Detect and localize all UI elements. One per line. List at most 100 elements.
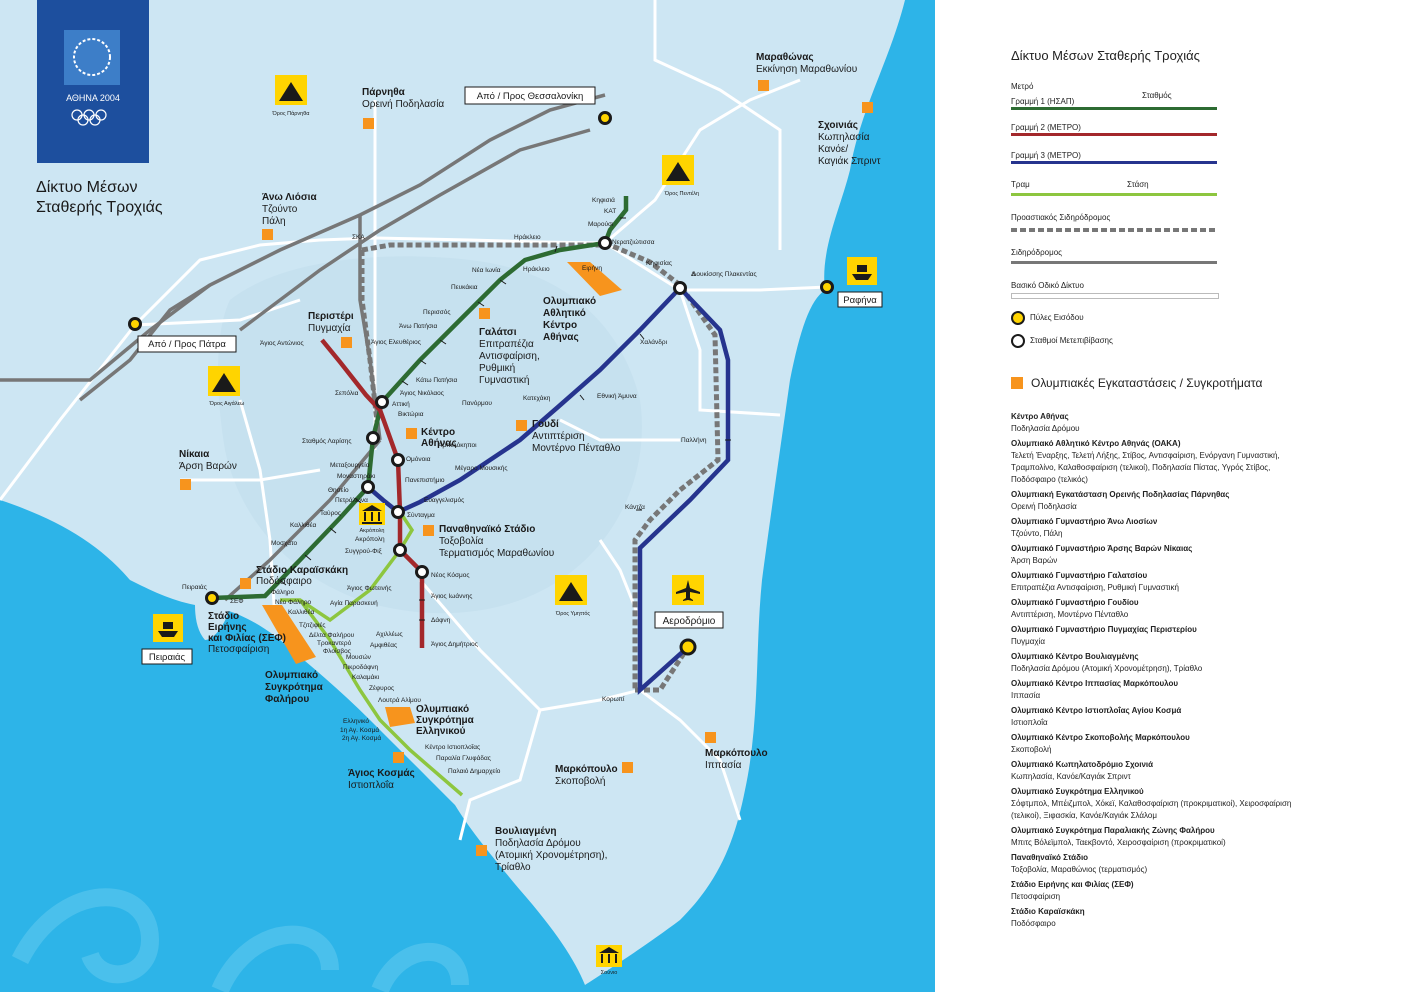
venue-sports: Αντιπτέριση, Μοντέρνο Πένταθλο: [1011, 610, 1129, 619]
station-attiki: [375, 395, 389, 409]
svg-text:Φλοίσβος: Φλοίσβος: [323, 647, 351, 655]
venue-sports: Τοξοβολία, Μαραθώνιος (τερματισμός): [1011, 865, 1148, 874]
entry-gates: [128, 111, 834, 656]
svg-text:Εθνική Άμυνα: Εθνική Άμυνα: [597, 393, 637, 400]
svg-text:Τζιτζιφιές: Τζιτζιφιές: [299, 621, 326, 629]
label-parnitha-mountain: Όρος Πάρνηθα: [272, 110, 311, 117]
ship-icon: [847, 257, 877, 285]
svg-text:Κηφισιά: Κηφισιά: [592, 196, 615, 204]
svg-text:Ακρόπολη: Ακρόπολη: [355, 535, 385, 543]
venue-markers: [180, 80, 873, 856]
svg-text:Καλλιθέα: Καλλιθέα: [290, 521, 316, 529]
venue-sports: Ποδόσφαιρο: [1011, 919, 1056, 928]
svg-text:Άγιος Δημήτριος: Άγιος Δημήτριος: [431, 641, 478, 648]
venue-name: Ολυμπιακό Συγκρότημα Ελληνικού: [1011, 787, 1144, 796]
venue-name: Ολυμπιακό Γυμναστήριο Γουδίου: [1011, 598, 1139, 607]
legend-metro: Μετρό: [1011, 82, 1034, 91]
legend-line2-label: Γραμμή 2 (ΜΕΤΡΟ): [1011, 123, 1081, 132]
legend-suburban-label: Προαστιακός Σιδηρόδρομος: [1011, 213, 1111, 222]
venue-sports: Ορεινή Ποδηλασία: [1011, 502, 1077, 511]
legend-stop-label: Στάση: [1127, 180, 1149, 189]
mountain-icon: [275, 75, 307, 105]
station-syggrou: [393, 543, 407, 557]
svg-text:Τροκαντερό: Τροκαντερό: [317, 639, 352, 647]
station-neos-kosmos: [415, 565, 429, 579]
svg-text:Αττική: Αττική: [392, 401, 410, 408]
label-boxes: Από / Προς Θεσσαλονίκη Από / Προς Πάτρα …: [137, 86, 883, 665]
road-network: [0, 0, 828, 841]
svg-text:Κηφισίας: Κηφισίας: [646, 259, 672, 267]
svg-text:ΣΚΑ: ΣΚΑ: [352, 234, 365, 241]
svg-text:ΣΕΦ: ΣΕΦ: [230, 598, 244, 605]
venue-sports: Ποδηλασία Δρόμου (Ατομική Χρονομέτρηση),…: [1011, 664, 1203, 673]
svg-text:Πευκάκια: Πευκάκια: [451, 283, 478, 291]
svg-text:Αγία Παρασκευή: Αγία Παρασκευή: [330, 599, 378, 607]
venue-square-icon: [1011, 377, 1023, 389]
legend-tram-label: Τραμ: [1011, 180, 1030, 189]
box-airport: Αεροδρόμιο: [663, 615, 716, 627]
gate-thessaloniki: [598, 111, 612, 125]
legend-rail-label: Σιδηρόδρομος: [1011, 248, 1062, 257]
svg-text:Άγιος Νικόλαος: Άγιος Νικόλαος: [400, 389, 444, 397]
svg-text:Ζέφυρος: Ζέφυρος: [369, 684, 394, 692]
tram-line: [280, 511, 464, 797]
label-sounio: Σούνιο: [601, 969, 618, 976]
venue-name: Ολυμπιακό Γυμναστήριο Γαλατσίου: [1011, 571, 1148, 580]
box-patra: Από / Προς Πάτρα: [148, 339, 226, 350]
interchange-stations: [361, 236, 687, 579]
wave-decoration: [11, 888, 469, 992]
svg-text:Παλαιό Δημαρχείο: Παλαιό Δημαρχείο: [448, 767, 501, 775]
legend-line1-label: Γραμμή 1 (ΗΣΑΠ): [1011, 97, 1075, 106]
label-penteli-mountain: Όρος Πεντέλη: [664, 190, 699, 197]
venue-sports: Επιτραπέζια Αντισφαίριση, Ρυθμική Γυμνασ…: [1011, 583, 1179, 592]
athens-2004-logo: ΑΘΗΝΑ 2004: [37, 0, 149, 163]
svg-text:Ταύρος: Ταύρος: [320, 509, 341, 517]
svg-text:Συγγρού-Φιξ: Συγγρού-Φιξ: [345, 547, 382, 555]
gate-patra: [128, 317, 142, 331]
metro-line-3: [366, 284, 731, 696]
venue-name: Ολυμπιακό Αθλητικό Κέντρο Αθηνάς (ΟΑΚΑ): [1011, 439, 1181, 448]
venue-name: Παναθηναϊκό Στάδιο: [1011, 853, 1089, 862]
svg-text:Άγιος Ελευθέριος: Άγιος Ελευθέριος: [371, 338, 421, 346]
svg-text:Άγιος Ιωάννης: Άγιος Ιωάννης: [431, 592, 472, 600]
svg-text:Μοναστηράκι: Μοναστηράκι: [337, 472, 376, 480]
venue-name: Ολυμπιακό Κέντρο Βουλιαγμένης: [1011, 652, 1139, 661]
venue-sports: Σκοποβολή: [1011, 745, 1052, 754]
legend-panel: Δίκτυο Μέσων Σταθερής Τροχιάς Μετρό Γραμ…: [935, 0, 1404, 992]
svg-text:Σύνταγμα: Σύνταγμα: [407, 511, 435, 519]
svg-text:Ομόνοια: Ομόνοια: [406, 455, 431, 463]
svg-text:Καλλιθέα: Καλλιθέα: [288, 608, 314, 616]
label-ymittos-mountain: Όρος Υμηττός: [555, 610, 590, 617]
transit-map: ΑΘΗΝΑ 2004 Δίκτυο Μέσων Σταθερής Τροχιάς…: [0, 0, 935, 992]
venue-name: Ολυμπιακό Συγκρότημα Παραλιακής Ζώνης Φα…: [1011, 826, 1215, 835]
venue-name: Ολυμπιακό Κέντρο Ιστιοπλοΐας Αγίου Κοσμά: [1011, 706, 1182, 715]
logo-text: ΑΘΗΝΑ 2004: [66, 93, 120, 103]
svg-text:Πανόρμου: Πανόρμου: [462, 399, 492, 407]
svg-text:Άγιος Αντώνιος: Άγιος Αντώνιος: [260, 339, 304, 347]
svg-text:Δέλτα Φαλήρου: Δέλτα Φαλήρου: [309, 631, 355, 639]
temple-icon: [596, 945, 622, 967]
box-rafina: Ραφήνα: [843, 295, 877, 306]
station-ticks: [279, 217, 731, 621]
venue-name: Ολυμπιακό Γυμναστήριο Άνω Λιοσίων: [1011, 517, 1158, 526]
gate-piraeus: [205, 591, 219, 605]
legend-road-swatch: [1011, 293, 1219, 299]
station-omonia: [391, 453, 405, 467]
svg-text:Παλλήνη: Παλλήνη: [681, 437, 707, 444]
legend-station-label: Σταθμός: [1142, 91, 1172, 100]
venue-sports: Τελετή Έναρξης, Τελετή Λήξης, Στίβος, Αν…: [1011, 451, 1280, 484]
mountain-icon: [555, 575, 587, 605]
svg-text:Βικτώρια: Βικτώρια: [398, 410, 424, 418]
legend-suburban-swatch: [1011, 228, 1217, 232]
mountain-icon: [662, 155, 694, 185]
